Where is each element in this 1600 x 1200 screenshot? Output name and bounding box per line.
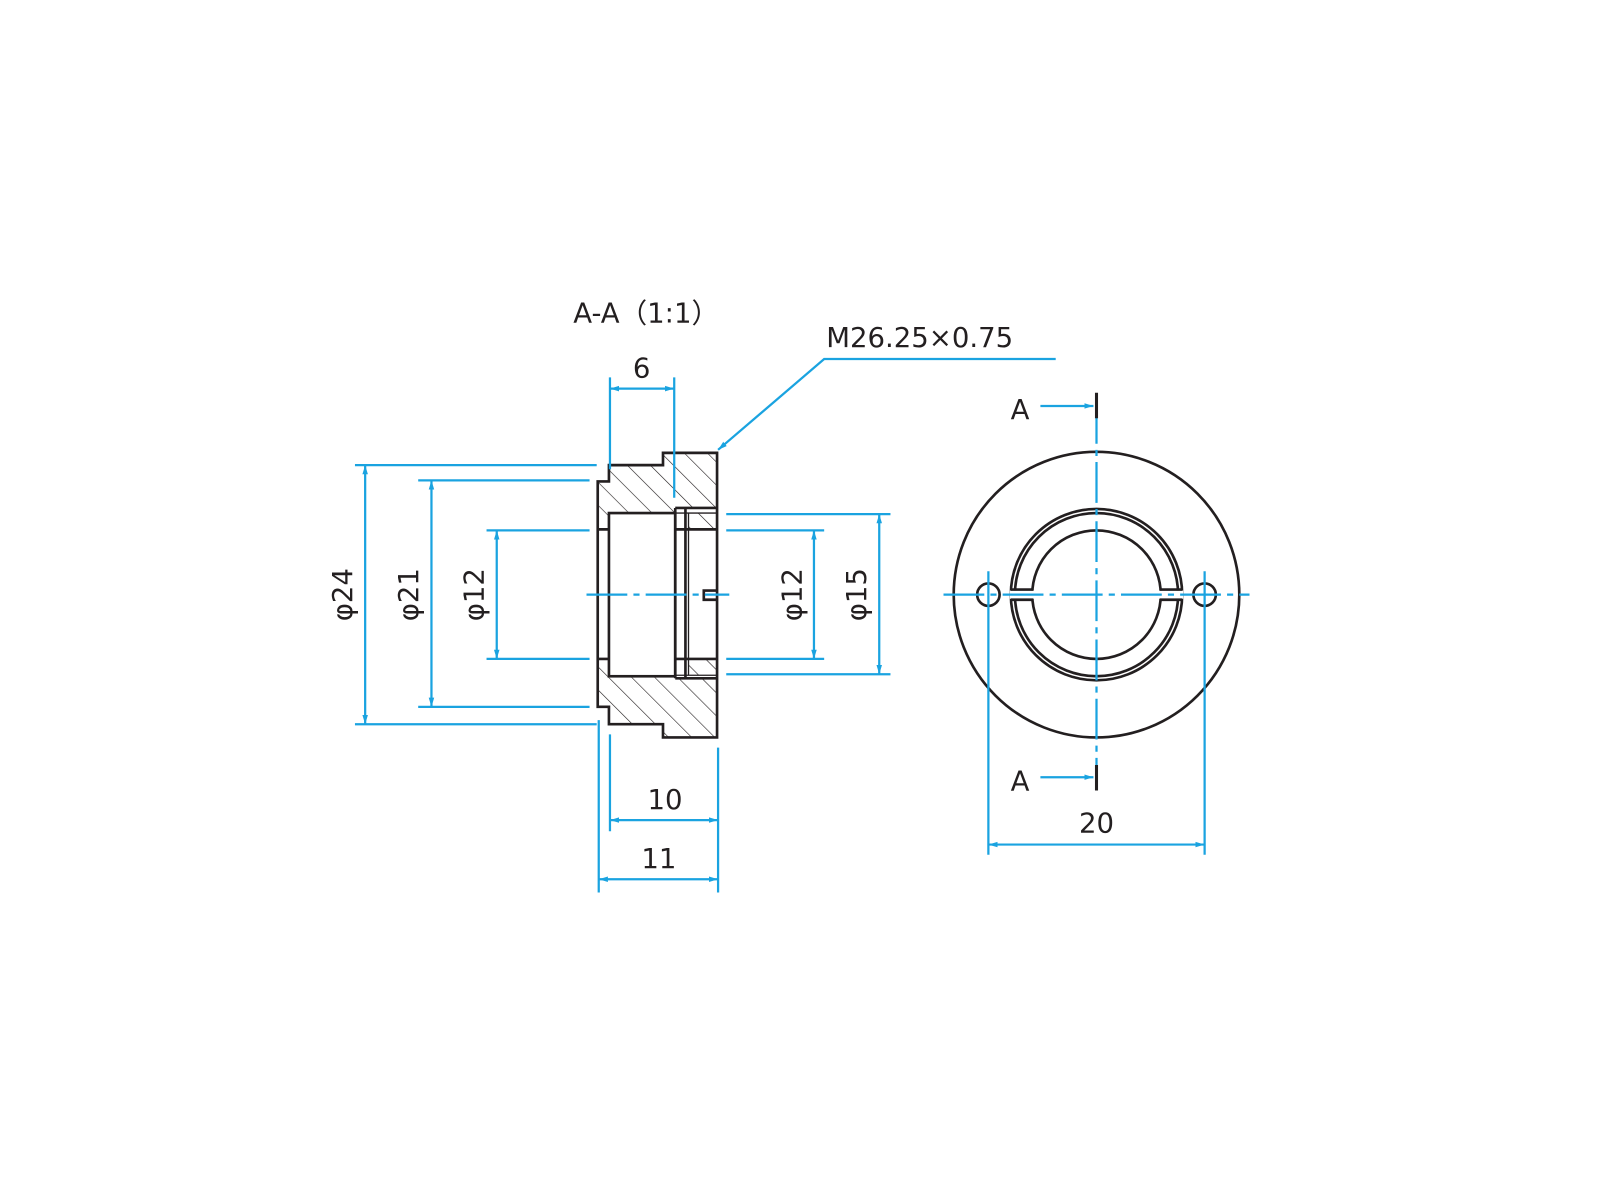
- dimension-11: 11: [597, 720, 719, 893]
- dimension-phi21-label: φ21: [393, 568, 425, 621]
- dimension-20: 20: [987, 571, 1206, 855]
- front-view: A A 20: [943, 392, 1250, 855]
- thread-leader: [717, 357, 1056, 451]
- dimension-10-label: 10: [648, 784, 683, 816]
- dimension-6-label: 6: [633, 352, 651, 384]
- section-label-top: A: [1011, 394, 1030, 426]
- dimension-phi12-right-label: φ12: [777, 568, 809, 621]
- dimension-phi15: φ15: [726, 512, 891, 676]
- thread-outline: [673, 506, 718, 680]
- dimension-phi15-label: φ15: [841, 568, 873, 621]
- dimension-phi12-left: φ12: [458, 529, 590, 661]
- dimension-10: 10: [608, 734, 720, 893]
- dimension-20-label: 20: [1079, 807, 1114, 839]
- section-hatch-thread-bottom: [688, 658, 718, 676]
- dimension-phi24-label: φ24: [327, 568, 359, 621]
- section-label-bottom: A: [1011, 765, 1030, 797]
- notch: [702, 589, 718, 602]
- dimension-6: 6: [608, 352, 676, 498]
- dimension-phi21: φ21: [393, 479, 590, 708]
- section-title: A-A（1:1）: [573, 297, 719, 329]
- section-hatch-thread-top: [688, 513, 718, 530]
- inner-step-lines: [597, 528, 718, 661]
- section-hatch-top: [597, 452, 718, 530]
- slot-lines: [1010, 588, 1183, 602]
- dimension-phi24: φ24: [327, 463, 597, 726]
- thread-callout: M26.25×0.75: [826, 322, 1013, 354]
- dimension-phi12-left-label: φ12: [458, 568, 490, 621]
- dimension-11-label: 11: [641, 843, 676, 875]
- dimension-phi12-right: φ12: [726, 529, 825, 661]
- section-view: [586, 451, 730, 739]
- thread-root-lines: [675, 512, 718, 676]
